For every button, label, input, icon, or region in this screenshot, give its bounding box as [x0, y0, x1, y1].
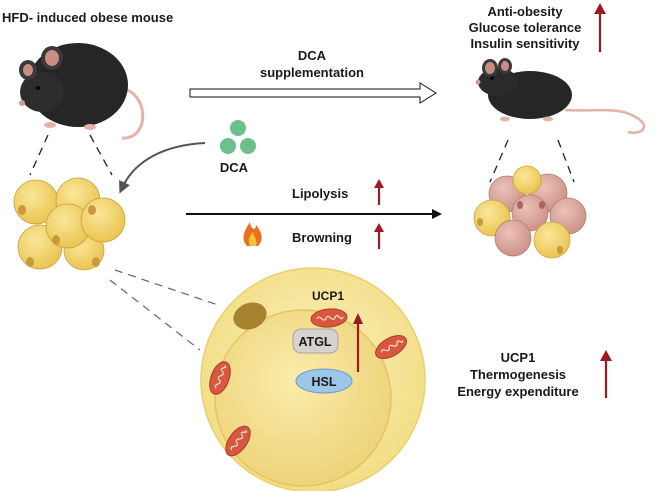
- zoom-line-cell-2: [109, 279, 201, 351]
- zoom-line-right-1: [489, 139, 509, 183]
- browned-adipocyte-cluster: [473, 165, 587, 259]
- outcomes-up-arrow-icon: [594, 3, 606, 52]
- hfd-mouse-label: HFD- induced obese mouse: [2, 10, 173, 25]
- mitochondrion-icon: [225, 425, 251, 457]
- obese-mouse-icon: [19, 43, 145, 140]
- effect-thermogenesis: Thermogenesis: [470, 367, 566, 382]
- cell-ucp1-label: UCP1: [312, 289, 344, 303]
- fire-icon: [243, 222, 262, 246]
- lipid-droplet: [233, 302, 267, 330]
- outcome-insulin-sensitivity: Insulin sensitivity: [470, 36, 580, 51]
- dca-label: DCA: [220, 160, 249, 175]
- mitochondrion-icon: [310, 308, 348, 328]
- dca-supp-label-2: supplementation: [260, 65, 364, 80]
- atgl-protein: [292, 328, 339, 354]
- atgl-label: ATGL: [298, 335, 331, 349]
- hsl-label: HSL: [312, 375, 337, 389]
- zoom-line-left-1: [29, 134, 49, 176]
- zoom-line-right-2: [557, 139, 575, 183]
- lipolysis-label: Lipolysis: [292, 186, 348, 201]
- cell-up-arrow-icon: [353, 313, 363, 372]
- zoom-line-cell-1: [114, 269, 219, 306]
- lean-mouse-icon: [475, 58, 646, 134]
- dca-molecule-icon: [220, 120, 256, 154]
- browning-up-arrow-icon: [374, 223, 384, 249]
- mitochondrion-icon: [209, 361, 231, 395]
- hsl-protein: [295, 368, 353, 394]
- dca-supp-label-1: DCA: [298, 48, 327, 63]
- obese-adipocyte-cluster: [13, 177, 126, 271]
- supplementation-arrow: [189, 82, 437, 104]
- zoom-line-left-2: [89, 134, 113, 176]
- outcome-glucose-tolerance: Glucose tolerance: [469, 20, 582, 35]
- effect-energy-expenditure: Energy expenditure: [457, 384, 578, 399]
- lipolysis-up-arrow-icon: [374, 179, 384, 205]
- dca-to-fat-arrow: [119, 142, 206, 194]
- mitochondrion-icon: [375, 334, 407, 360]
- effect-ucp1: UCP1: [501, 350, 536, 365]
- outcome-anti-obesity: Anti-obesity: [487, 4, 563, 19]
- browning-label: Browning: [292, 230, 352, 245]
- effects-up-arrow-icon: [600, 350, 612, 398]
